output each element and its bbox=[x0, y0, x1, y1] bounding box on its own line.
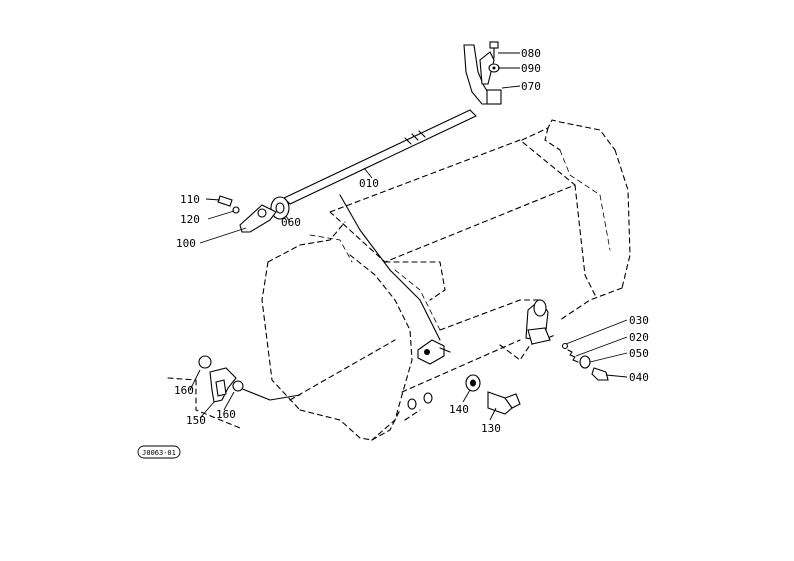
callout-080: 080 bbox=[521, 47, 541, 60]
shift-rod-010 bbox=[283, 109, 477, 341]
callout-090: 090 bbox=[521, 62, 541, 75]
callout-100: 100 bbox=[176, 237, 196, 250]
shift-fork-070 bbox=[463, 44, 502, 105]
linkage-150 bbox=[167, 367, 301, 429]
callout-labels: 080 090 070 010 060 110 120 100 030 020 … bbox=[174, 47, 649, 435]
diagram-ref-badge: J0063-01 bbox=[137, 445, 181, 459]
lever-100 bbox=[239, 204, 277, 233]
callout-110: 110 bbox=[180, 193, 200, 206]
seal-140 bbox=[465, 374, 481, 392]
bolt-130 bbox=[487, 391, 521, 415]
callout-030: 030 bbox=[629, 314, 649, 327]
callout-160-right: 160 bbox=[216, 408, 236, 421]
callout-050: 050 bbox=[629, 347, 649, 360]
spring-020 bbox=[567, 349, 579, 363]
pivot-bracket bbox=[417, 339, 451, 365]
washer-120 bbox=[232, 206, 240, 214]
diagram-ref-text: J0063-01 bbox=[142, 449, 176, 457]
callout-130: 130 bbox=[481, 422, 501, 435]
leader-lines bbox=[189, 52, 628, 421]
bolt-110 bbox=[217, 195, 233, 207]
callout-120: 120 bbox=[180, 213, 200, 226]
pin-160-a bbox=[198, 355, 212, 369]
callout-140: 140 bbox=[449, 403, 469, 416]
right-bracket bbox=[525, 299, 551, 345]
transmission-case-outline bbox=[261, 119, 631, 441]
pin-030 bbox=[561, 342, 569, 350]
callout-070: 070 bbox=[521, 80, 541, 93]
washer-050 bbox=[579, 355, 591, 369]
case-knobs bbox=[407, 392, 433, 410]
callout-010: 010 bbox=[359, 177, 379, 190]
callout-020: 020 bbox=[629, 331, 649, 344]
callout-150: 150 bbox=[186, 414, 206, 427]
callout-060: 060 bbox=[281, 216, 301, 229]
washer-090 bbox=[488, 63, 500, 73]
callout-040: 040 bbox=[629, 371, 649, 384]
bolt-080 bbox=[489, 41, 499, 59]
callout-160-left: 160 bbox=[174, 384, 194, 397]
pin-160-b bbox=[232, 380, 244, 392]
bolt-040 bbox=[591, 367, 609, 381]
